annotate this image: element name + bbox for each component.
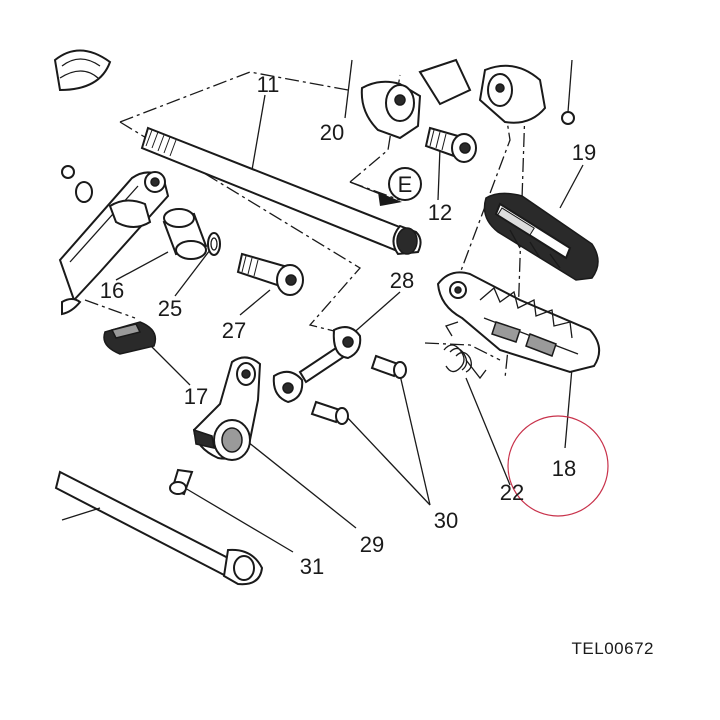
view-marker-e: E [349,167,422,206]
small-bolt-31 [169,468,194,496]
footpeg-rubber-19 [483,192,599,281]
washer-25 [207,232,221,256]
callout-25: 25 [158,296,182,321]
callout-16: 16 [100,278,124,303]
linkage-rod-28 [272,326,362,404]
view-marker-label: E [398,172,413,197]
callout-27: 27 [222,318,246,343]
rubber-pad-17 [61,298,157,355]
upper-bracket-20 [360,58,472,140]
spring-22 [443,321,487,380]
through-bolt-11 [140,126,422,256]
callout-19: 19 [572,140,596,165]
frame-fragment-top-left [53,49,112,203]
shift-lever-arm [58,171,170,302]
reference-code: TEL00672 [572,639,654,658]
callout-31: 31 [300,554,324,579]
callout-22: 22 [500,480,524,505]
screw-30-upper [370,354,407,379]
shoulder-bolt-27 [236,252,304,296]
footpeg-18 [436,271,601,374]
gear-lever-29 [192,356,262,461]
callout-18: 18 [552,456,576,481]
callout-30: 30 [434,508,458,533]
cap-screw-12 [424,126,477,163]
callout-17: 17 [184,384,208,409]
callout-20: 20 [320,120,344,145]
leader-lines [115,59,584,553]
callout-labels: 11 20 12 19 16 25 27 28 17 18 22 30 29 3… [100,72,596,579]
callout-12: 12 [428,200,452,225]
lower-shift-rod [54,470,264,586]
screw-30-lower [310,400,349,425]
callout-29: 29 [360,532,384,557]
callout-28: 28 [390,268,414,293]
highlight-circle [507,415,609,517]
bushing-16 [162,208,208,260]
callout-11: 11 [257,72,280,97]
footpeg-pivot-bracket [478,59,575,125]
